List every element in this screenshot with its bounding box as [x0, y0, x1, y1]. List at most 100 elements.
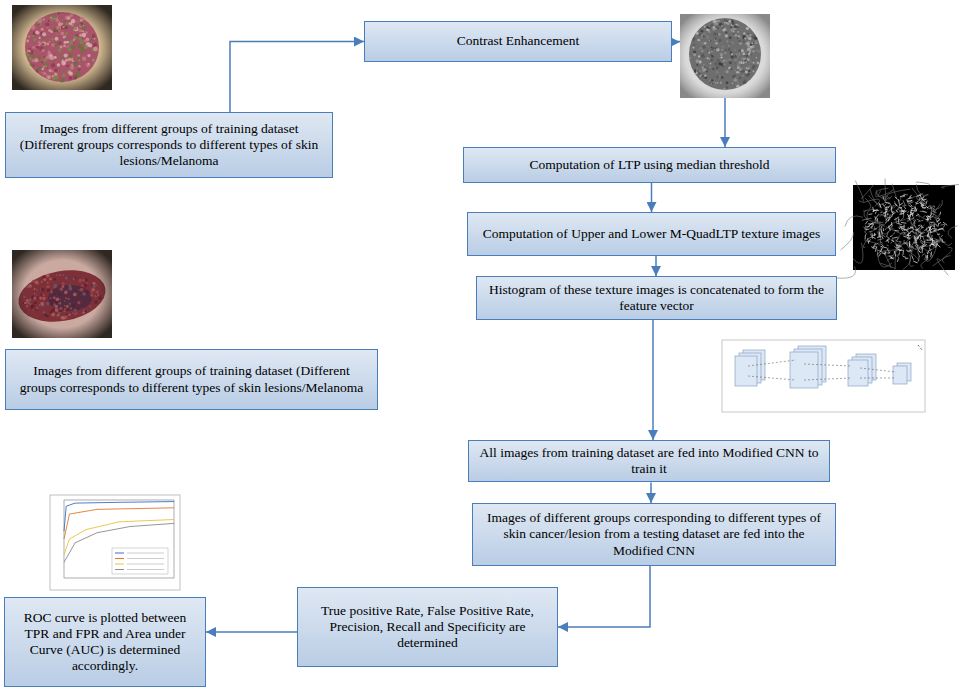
illustration-line	[910, 212, 912, 214]
illustration-line	[882, 235, 886, 237]
illustration-line	[903, 240, 904, 244]
illustration-line	[903, 210, 904, 215]
illustration-path	[917, 229, 937, 243]
illustration-line	[930, 212, 932, 216]
flow-arrow	[558, 566, 650, 627]
illustration-line	[930, 222, 933, 223]
illustration-line	[115, 558, 124, 559]
illustration-line	[898, 252, 900, 255]
illustration-line	[888, 224, 892, 228]
illustration-line	[888, 205, 890, 208]
illustration-line	[902, 194, 904, 197]
illustration-line	[938, 228, 943, 230]
illustration-line	[127, 558, 164, 559]
illustration-rect	[12, 5, 112, 90]
illustration-line	[933, 210, 935, 212]
illustration-line	[885, 228, 887, 230]
illustration-line	[887, 245, 889, 247]
illustration-line	[916, 229, 918, 231]
illustration-line	[895, 218, 897, 224]
illustration-line	[909, 243, 910, 247]
illustration-path	[876, 190, 881, 197]
illustration-line	[907, 237, 909, 239]
illustration-rect	[680, 14, 770, 98]
illustration-line	[127, 569, 164, 570]
illustration-line	[127, 564, 164, 565]
illustration-line	[885, 251, 886, 255]
box-text: All images from training dataset are fed…	[477, 445, 821, 477]
illustration-rect	[112, 548, 168, 574]
illustration-line	[884, 215, 887, 216]
illustration-line	[921, 240, 922, 242]
illustration-path	[870, 224, 882, 233]
illustration-line	[900, 217, 904, 221]
illustration-line	[889, 251, 891, 253]
illustration-path	[895, 245, 903, 269]
illustration-line	[927, 216, 930, 217]
illustration-line	[924, 241, 925, 246]
flow-arrow	[652, 320, 654, 440]
illustration-line	[891, 240, 894, 241]
illustration-line	[892, 240, 895, 242]
illustration-line	[872, 207, 874, 212]
illustration-line	[865, 234, 866, 239]
illustration-line	[930, 216, 933, 217]
illustration-line	[860, 368, 896, 372]
box-text: Images from different groups of training…	[14, 363, 369, 395]
illustration-line	[907, 220, 910, 221]
box-text: Histogram of these texture images is con…	[485, 282, 828, 314]
illustration-line	[899, 250, 904, 251]
illustration-line	[869, 213, 873, 215]
illustration-line	[916, 201, 918, 205]
illustration-line	[888, 248, 890, 253]
illustration-line	[865, 221, 867, 224]
illustration-line	[919, 202, 924, 205]
illustration-line	[748, 360, 796, 366]
illustration-line	[877, 239, 882, 240]
illustration-line	[919, 235, 921, 240]
illustration-line	[891, 242, 892, 244]
illustration-line	[922, 196, 924, 200]
illustration-line	[912, 213, 913, 216]
illustration-path	[863, 198, 871, 211]
illustration-rect	[722, 340, 925, 412]
illustration-path	[941, 184, 959, 188]
illustration-path	[933, 247, 953, 266]
illustration-rect	[12, 5, 112, 90]
illustration-line	[115, 569, 124, 570]
illustration-path	[914, 243, 933, 258]
illustration-line	[941, 241, 946, 243]
illustration-line	[866, 226, 869, 227]
illustration-line	[873, 210, 879, 211]
illustration-line	[897, 255, 899, 259]
illustration-path	[868, 195, 887, 204]
illustration-rect	[848, 360, 868, 386]
illustration-line	[867, 239, 869, 244]
illustration-line	[933, 206, 935, 208]
illustration-line	[935, 243, 937, 248]
illustration-line	[882, 204, 885, 207]
illustration-line	[911, 205, 913, 207]
illustration-line	[927, 250, 928, 254]
illustration-line	[885, 212, 887, 217]
illustration-line	[804, 378, 852, 380]
illustration-rect	[853, 185, 955, 270]
illustration-line	[883, 197, 885, 201]
flow-arrow	[230, 42, 364, 113]
illustration-path	[863, 239, 867, 248]
illustration-line	[930, 239, 935, 242]
illustration-rect	[12, 250, 112, 338]
illustration-rect	[12, 250, 112, 338]
illustration-line	[913, 261, 917, 263]
illustration-line	[870, 223, 873, 225]
illustration-line	[919, 251, 921, 252]
illustration-line	[898, 219, 900, 224]
illustration-path	[929, 200, 942, 209]
illustration-line	[127, 553, 164, 554]
illustration-line	[914, 206, 916, 211]
illustration-line	[930, 205, 932, 209]
illustration-line	[914, 236, 916, 239]
illustration-line	[877, 236, 881, 238]
illustration-line	[903, 200, 905, 205]
illustration-line	[919, 199, 920, 201]
